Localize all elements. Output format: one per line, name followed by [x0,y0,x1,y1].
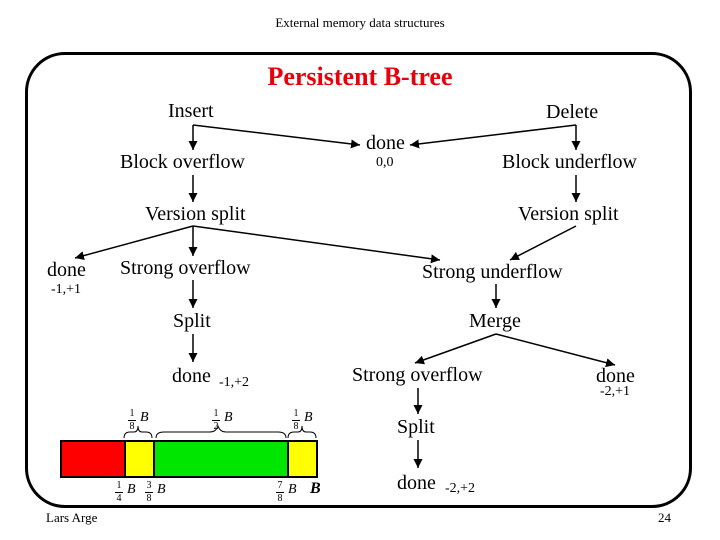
brace-layer [123,424,317,439]
node-strong-overflow-right: Strong overflow [352,364,483,386]
arrow-version-split-strong-underflow [192,225,441,264]
node-done-merge: done [596,365,635,387]
footer-author: Lars Arge [46,510,98,525]
node-done-split-right: done [397,472,436,494]
node-done-split-left: done [172,365,211,387]
node-done-left-value: -1,+1 [51,282,82,297]
node-insert: Insert [168,100,214,122]
label-bottom-quarter: 1 4 [115,480,123,505]
label-bottom-seven-eighths-den: 8 [277,493,283,504]
label-top-eighth-left-sym: B [140,410,149,425]
label-bottom-quarter-den: 4 [116,493,122,504]
label-bottom-three-eighths-num: 3 [146,480,152,491]
arrow-merge-done [495,333,616,368]
node-block-overflow: Block overflow [120,151,245,173]
arrow-insert-done [192,124,361,149]
label-bottom-seven-eighths: 7 8 [276,480,284,505]
block-red-segment [60,440,126,478]
node-merge: Merge [469,310,521,332]
label-bottom-seven-eighths-num: 7 [277,480,283,491]
label-bottom-three-eighths: 3 8 [145,480,153,505]
label-top-half-num: 1 [213,408,219,419]
label-bottom-three-eighths-den: 8 [146,493,152,504]
footer-page-number: 24 [658,510,671,525]
label-top-eighth-left: 1 8 [128,408,136,433]
node-version-split-right: Version split [518,203,619,225]
label-top-eighth-left-den: 8 [129,421,135,432]
slide-header: External memory data structures [275,15,445,30]
node-done-merge-value: -2,+1 [600,384,631,399]
label-top-half: 1 2 [212,408,220,433]
node-version-split-left: Version split [145,203,246,225]
label-top-eighth-right-den: 8 [293,421,299,432]
slide-frame [25,52,692,508]
brace-right [287,425,317,439]
label-bottom-quarter-num: 1 [116,480,122,491]
label-bottom-quarter-sym: B [127,482,136,497]
brace-left [123,425,153,439]
brace-middle [155,424,287,439]
label-top-eighth-left-num: 1 [129,408,135,419]
label-top-eighth-right-sym: B [304,410,313,425]
label-top-half-den: 2 [213,421,219,432]
block-yellow-segment-right [287,440,318,478]
slide-title: Persistent B-tree [267,62,453,91]
node-strong-overflow-left: Strong overflow [120,257,251,279]
node-delete: Delete [546,101,599,123]
node-done-left: done [47,259,86,281]
node-done-root: done [366,132,405,154]
label-top-half-sym: B [224,410,233,425]
node-done-root-value: 0,0 [376,155,394,170]
block-green-segment [153,440,289,478]
arrow-version-split-right-strong-underflow [509,225,577,261]
arrow-delete-done [409,124,577,149]
arrow-version-split-done [74,225,194,260]
node-strong-underflow: Strong underflow [422,261,563,283]
node-split-right: Split [397,416,435,438]
node-done-split-left-value: -1,+2 [219,375,250,390]
node-split-left: Split [173,310,211,332]
block-yellow-segment-left [124,440,155,478]
label-bottom-three-eighths-sym: B [157,482,166,497]
label-bottom-seven-eighths-sym: B [288,482,297,497]
arrow-merge-strong-overflow [414,333,497,365]
label-bottom-full-b: B [310,480,321,497]
node-block-underflow: Block underflow [502,151,637,173]
label-top-eighth-right: 1 8 [292,408,300,433]
label-top-eighth-right-num: 1 [293,408,299,419]
node-done-split-right-value: -2,+2 [445,481,476,496]
